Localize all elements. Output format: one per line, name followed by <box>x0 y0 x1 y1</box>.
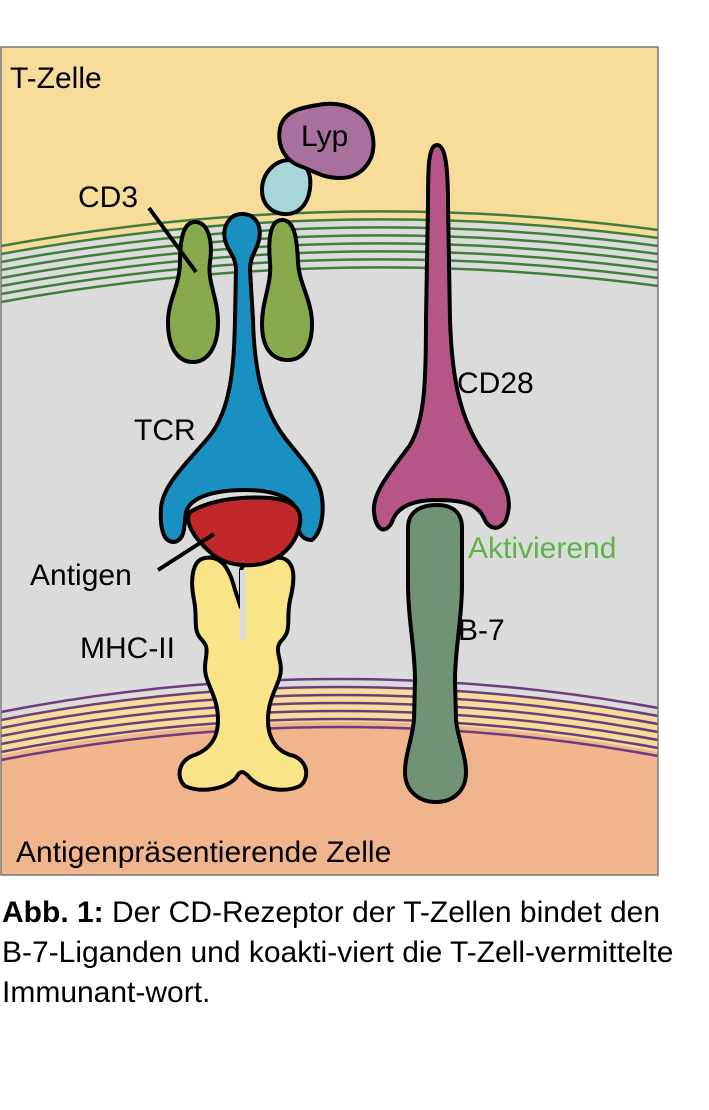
t-cell-membrane <box>0 210 659 304</box>
activating-label: Aktivierend <box>468 532 616 565</box>
antigen-label: Antigen <box>30 559 132 592</box>
apc-membrane <box>0 677 659 762</box>
apc-region <box>1 721 658 875</box>
t-cell-activation-diagram: T-Zelle Lyp CD3 TCR CD28 Antigen Aktivie… <box>0 46 659 876</box>
mhc-ii-label: MHC-II <box>80 632 175 665</box>
antigen-pointer-line <box>156 532 216 572</box>
antigen-peptide <box>186 495 303 568</box>
b7-label: B-7 <box>458 614 505 647</box>
cd28-label: CD28 <box>457 367 534 400</box>
figure-caption: Abb. 1: Der CD-Rezeptor der T-Zellen bin… <box>2 893 682 1013</box>
caption-text: Der CD-Rezeptor der T-Zellen bindet den … <box>2 896 674 1009</box>
apc-label: Antigenpräsentierende Zelle <box>16 836 391 869</box>
cd3-label: CD3 <box>78 181 138 214</box>
lyp-protein <box>277 102 376 181</box>
mhc-groove <box>240 570 246 640</box>
t-cell-label: T-Zelle <box>10 62 102 95</box>
cd28-receptor <box>371 142 511 532</box>
cd3-left-subunit <box>165 219 221 365</box>
figure-frame <box>0 46 659 876</box>
lyp-label: Lyp <box>301 120 348 153</box>
tcr-label: TCR <box>134 414 196 447</box>
tcr-receptor <box>158 211 325 545</box>
cd3-right-subunit <box>259 217 315 363</box>
caption-prefix: Abb. 1: <box>2 896 104 929</box>
b7-ligand <box>402 502 469 805</box>
cd3-pointer-line <box>147 206 198 274</box>
mhc-ii-molecule <box>177 555 309 792</box>
lyp-associated-protein <box>259 157 313 217</box>
synaptic-cleft <box>1 220 658 718</box>
